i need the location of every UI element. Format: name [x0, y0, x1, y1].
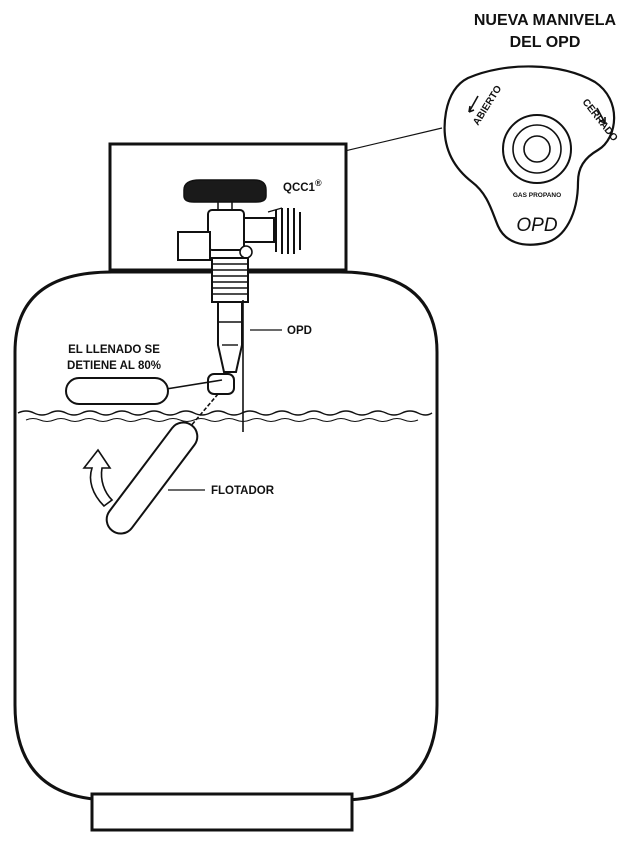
- open-arrow-icon: [468, 95, 479, 113]
- closed-arrowhead-icon: [599, 117, 606, 124]
- qcc1-threads: [275, 208, 301, 254]
- float-low-position: [105, 393, 219, 535]
- title-line-1: NUEVA MANIVELA: [474, 12, 617, 29]
- valve-handwheel: [183, 179, 267, 203]
- qcc1-leader-line: [267, 207, 283, 213]
- opd-label: OPD: [287, 325, 312, 337]
- float-body: [105, 421, 199, 535]
- gauge-port: [239, 245, 253, 259]
- liquid-level-line: [17, 410, 433, 416]
- handle-gas-label: GAS PROPANO: [513, 192, 561, 199]
- closed-arrow-icon: [596, 107, 606, 124]
- handle-opd-mark: OPD: [516, 215, 557, 236]
- opd-handle: ABIERTO CERRADO GAS PROPANO OPD: [443, 65, 620, 246]
- neck-threads: [212, 263, 248, 295]
- relief-valve: [177, 231, 211, 261]
- valve-assembly: [159, 179, 301, 432]
- title-line-2: DEL OPD: [510, 34, 581, 51]
- float-travel-arrow-icon: [82, 448, 114, 508]
- float-pivot: [207, 373, 235, 395]
- float-label: FLOTADOR: [211, 485, 275, 497]
- liquid-level-line-2: [25, 418, 419, 422]
- open-arrowhead-icon: [468, 105, 475, 113]
- fill-stop-label-line-2: DETIENE AL 80%: [67, 360, 161, 372]
- qcc1-outlet: [243, 217, 275, 243]
- float-rod-upper: [159, 379, 223, 391]
- opd-mechanism: [217, 301, 243, 373]
- tank-foot-ring: [90, 792, 354, 832]
- qcc1-label: QCC1®: [283, 178, 322, 194]
- float-full-position: [65, 377, 169, 405]
- handle-hub: [523, 135, 551, 163]
- fill-stop-label-line-1: EL LLENADO SE: [68, 344, 160, 356]
- valve-body: [207, 209, 245, 251]
